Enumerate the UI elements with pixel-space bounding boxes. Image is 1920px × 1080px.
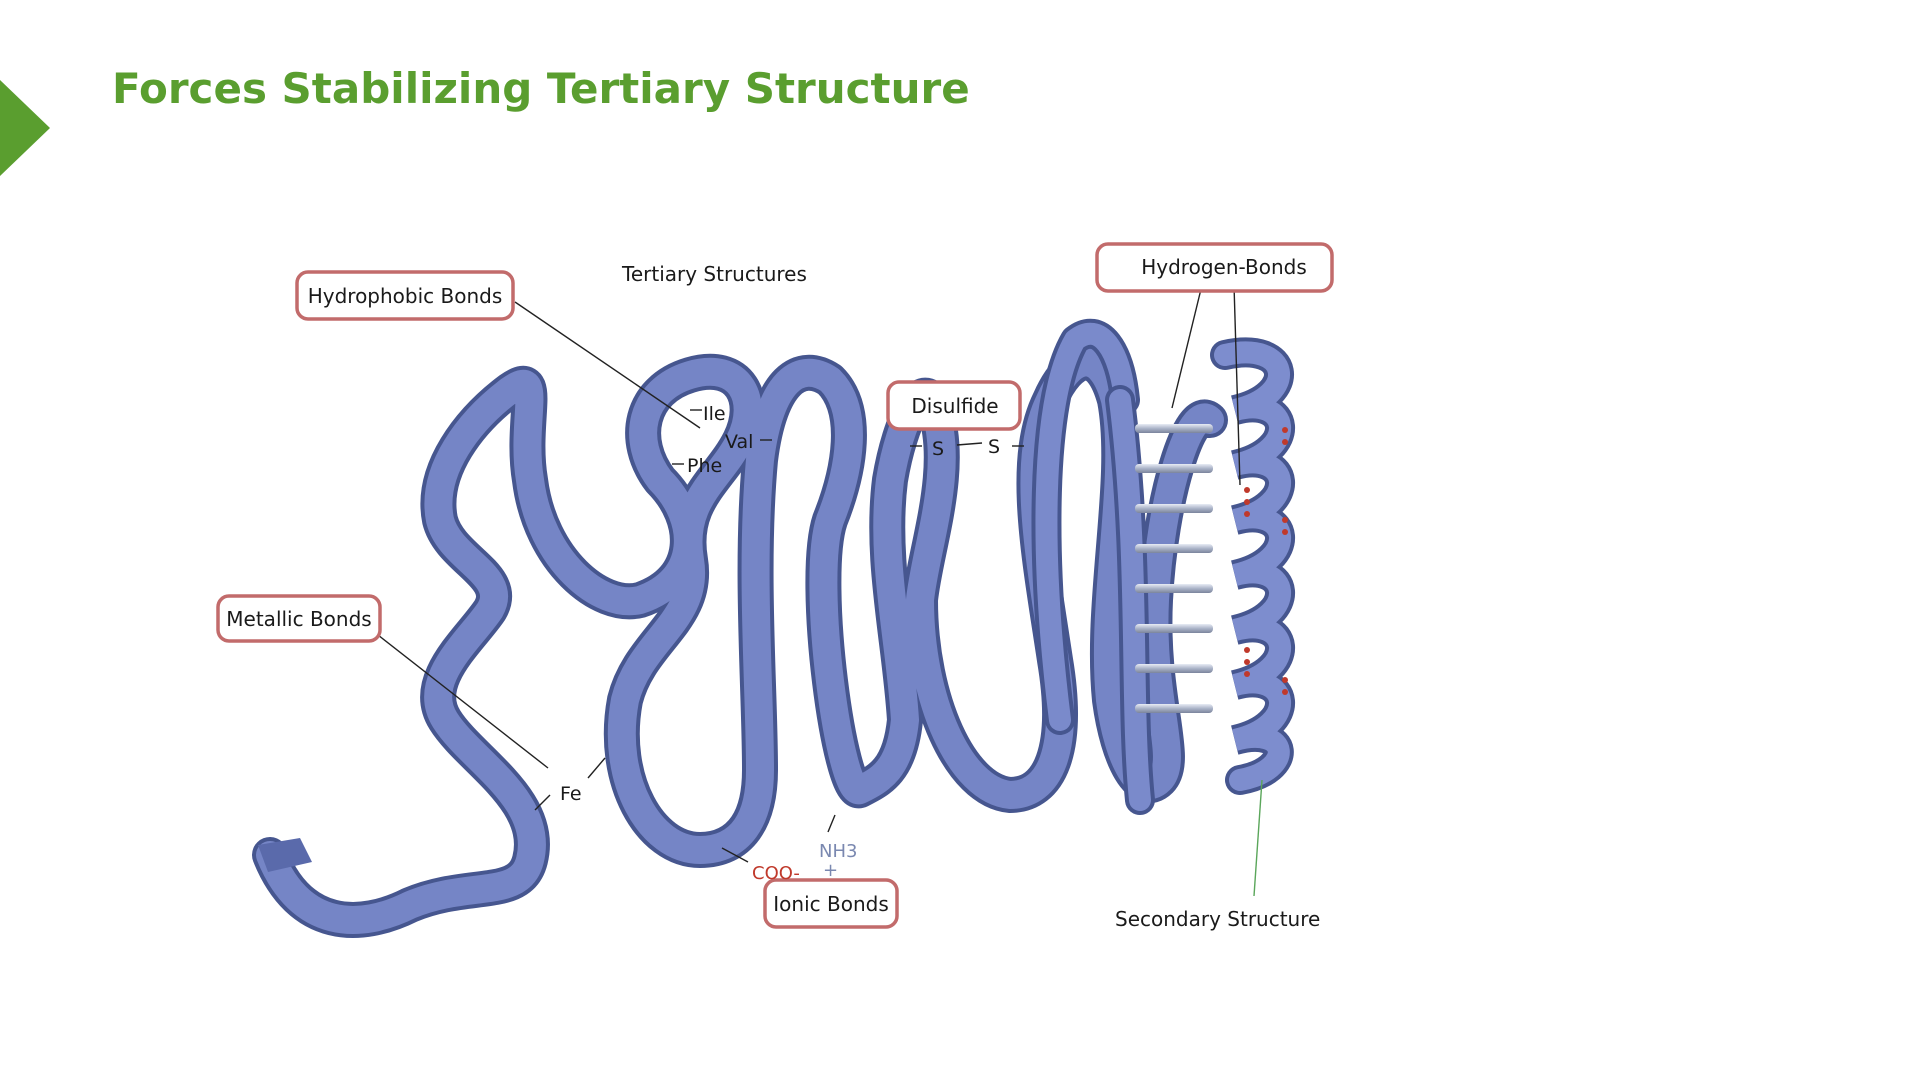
slide-title: Forces Stabilizing Tertiary Structure [112, 64, 970, 113]
diagram-heading: Tertiary Structures [621, 262, 807, 286]
ammonium-label: NH3 [819, 841, 857, 862]
residue-phe-label: Phe [687, 455, 722, 477]
callout-hydrophobic: Hydrophobic Bonds [295, 270, 515, 321]
green-triangle-marker-icon [0, 80, 50, 176]
alpha-helix [1210, 337, 1295, 795]
helix-hbond-dots [1244, 427, 1288, 695]
callout-ionic-label: Ionic Bonds [773, 892, 888, 916]
leader-lines [377, 284, 1263, 897]
sulfur-2-label: S [988, 436, 1000, 458]
callout-hydrogen: Hydrogen-Bonds [1095, 242, 1334, 293]
ammonium-plus-label: + [823, 860, 838, 881]
callout-ionic: Ionic Bonds [763, 878, 899, 929]
secondary-structure-label: Secondary Structure [1115, 907, 1320, 931]
residue-ile-label: Ile [703, 403, 726, 425]
sulfur-1-label: S [932, 438, 944, 460]
callout-disulfide: Disulfide [886, 380, 1022, 431]
residue-val-label: Val [725, 431, 753, 453]
callout-metallic: Metallic Bonds [216, 594, 382, 643]
callout-hydrophobic-label: Hydrophobic Bonds [308, 284, 503, 308]
callout-disulfide-label: Disulfide [911, 394, 998, 418]
callout-hydrogen-label: Hydrogen-Bonds [1141, 255, 1307, 279]
iron-fe-label: Fe [560, 783, 582, 805]
carboxylate-label: COO- [752, 863, 800, 884]
protein-ribbon [252, 318, 1228, 938]
hydrogen-bond-rods [1135, 424, 1213, 713]
callout-metallic-label: Metallic Bonds [226, 607, 371, 631]
